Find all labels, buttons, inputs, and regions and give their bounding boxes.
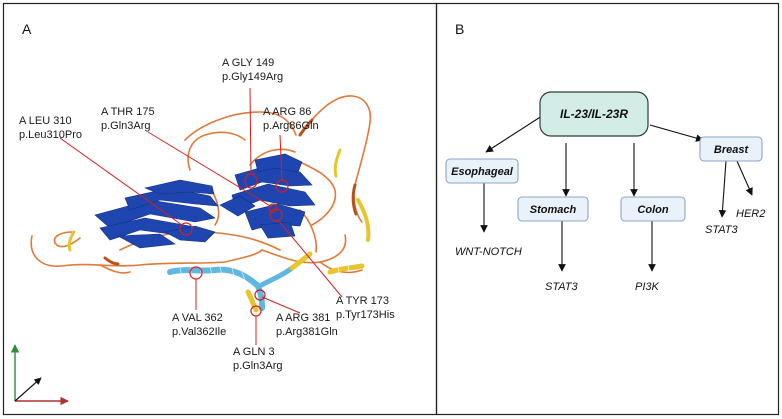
node-breast-label: Breast: [714, 144, 750, 156]
marker-tyr173: [269, 208, 283, 222]
label-thr175-variant: p.Gln3Arg: [101, 120, 151, 132]
label-thr175-name: A THR 175: [101, 106, 155, 118]
leaf-stat3-breast: STAT3: [705, 224, 738, 236]
node-colon-label: Colon: [637, 204, 668, 216]
node-esophageal-box: [445, 158, 519, 184]
label-tyr173-name: A TYR 173: [336, 295, 389, 307]
label-arg381-name: A ARG 381: [276, 312, 330, 324]
node-stomach-box: [517, 196, 589, 222]
pathway-arrows: [480, 113, 753, 272]
pathway-diagram: IL-23/IL-23R Esophageal Stomach Colon Br…: [445, 91, 765, 293]
leaf-pi3k: PI3K: [635, 281, 660, 293]
label-gln3-variant: p.Gln3Arg: [233, 360, 283, 372]
protein-structure: [30, 95, 372, 313]
label-gly149-name: A GLY 149: [222, 57, 274, 69]
leaf-wnt-notch: WNT-NOTCH: [455, 246, 522, 258]
mutation-labels: A GLY 149 p.Gly149Arg A THR 175 p.Gln3Ar…: [19, 57, 395, 372]
panel-a-frame: [2, 2, 438, 416]
node-stomach-label: Stomach: [530, 204, 577, 216]
axis-gizmo: [10, 344, 69, 406]
label-leu310-variant: p.Leu310Pro: [19, 129, 82, 141]
label-arg86-name: A ARG 86: [263, 106, 311, 118]
label-tyr173-variant: p.Tyr173His: [336, 309, 395, 321]
leaf-stat3-stomach: STAT3: [545, 281, 578, 293]
node-esophageal-label: Esophageal: [451, 166, 514, 178]
marker-leu310: [179, 222, 193, 236]
marker-arg381: [254, 289, 266, 301]
node-breast-box: [699, 136, 763, 162]
label-gln3-name: A GLN 3: [233, 346, 275, 358]
label-gly149-variant: p.Gly149Arg: [222, 71, 283, 83]
axis-z-arrow: [14, 377, 42, 402]
marker-thr175: [268, 203, 278, 213]
panel-b-frame: [435, 2, 780, 416]
label-arg381-variant: p.Arg381Gln: [276, 326, 338, 338]
root-node-label: IL-23/IL-23R: [560, 107, 628, 121]
node-colon-box: [620, 196, 686, 222]
leaf-her2: HER2: [736, 208, 765, 220]
root-node-box: [539, 91, 649, 137]
label-leu310-name: A LEU 310: [19, 115, 72, 127]
panel-b-letter: B: [455, 21, 464, 37]
panel-a-letter: A: [22, 21, 32, 37]
label-val362-variant: p.Val362Ile: [172, 326, 226, 338]
callout-lines: [59, 87, 343, 345]
label-arg86-variant: p.Arg86Gln: [263, 120, 319, 132]
loop-left-lower: [30, 235, 263, 267]
label-val362-name: A VAL 362: [172, 312, 223, 324]
